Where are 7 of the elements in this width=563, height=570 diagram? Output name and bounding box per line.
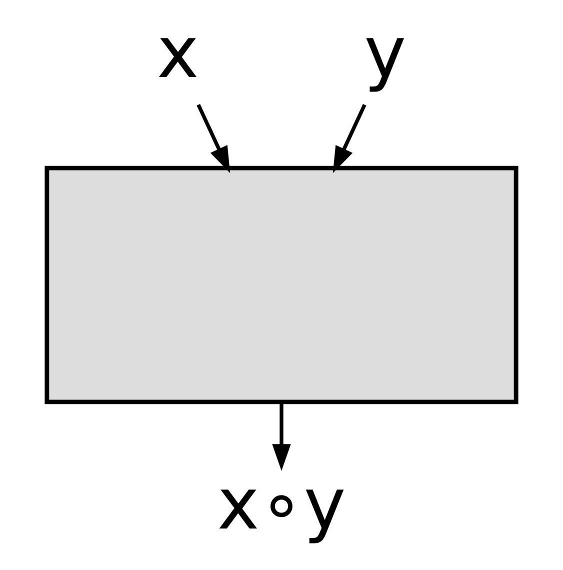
node-text: y: [364, 10, 406, 94]
arrow: [196, 104, 230, 174]
node-box: [44, 166, 518, 404]
node-text: x∘y: [217, 462, 346, 546]
arrow: [332, 104, 366, 174]
node-text: x: [156, 10, 199, 94]
arrow: [272, 402, 291, 471]
